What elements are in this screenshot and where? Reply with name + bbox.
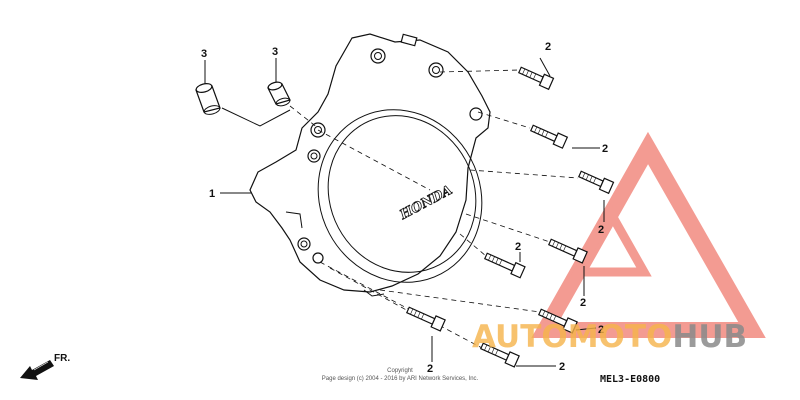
bolt-bottom: [479, 342, 520, 368]
callout-dowel-right: 3: [272, 46, 278, 58]
generator-cover: [249, 33, 491, 297]
copyright-line-2: Page design (c) 2004 - 2016 by ARI Netwo…: [322, 376, 479, 382]
callout-bolt-bottom: 2: [559, 361, 565, 373]
bolt-top: [517, 66, 555, 91]
callout-bolt-center: 2: [515, 241, 521, 253]
callout-bolt-right-upper: 2: [598, 224, 604, 236]
bolt-center-right: [547, 238, 588, 264]
copyright-line-1: Copyright: [387, 368, 413, 374]
dowel-pin-left: [195, 83, 221, 115]
callout-bolt-top: 2: [545, 41, 551, 53]
callout-bolt-lower-left: 2: [427, 363, 433, 375]
callout-bolt-lower-right: 2: [598, 324, 604, 336]
front-label: FR.: [54, 353, 70, 364]
bolt-upper-middle: [529, 124, 569, 149]
bolt-center: [483, 252, 526, 279]
callout-dowel-left: 3: [201, 48, 207, 60]
watermark-text: AUTOMOTOHUB: [472, 319, 747, 355]
front-arrow-icon: [20, 360, 54, 380]
callout-cover: 1: [209, 188, 215, 200]
bolt-lower-right: [537, 308, 578, 334]
dowel-pin-right: [267, 81, 291, 107]
part-code: MEL3-E0800: [600, 374, 660, 385]
leader-lines: [204, 57, 605, 367]
bolt-lower-left: [405, 306, 446, 332]
callout-bolt-upper-middle: 2: [602, 143, 608, 155]
bolt-right-upper: [577, 170, 615, 195]
watermark-logo: [531, 131, 766, 338]
callout-bolt-center-right: 2: [580, 297, 586, 309]
